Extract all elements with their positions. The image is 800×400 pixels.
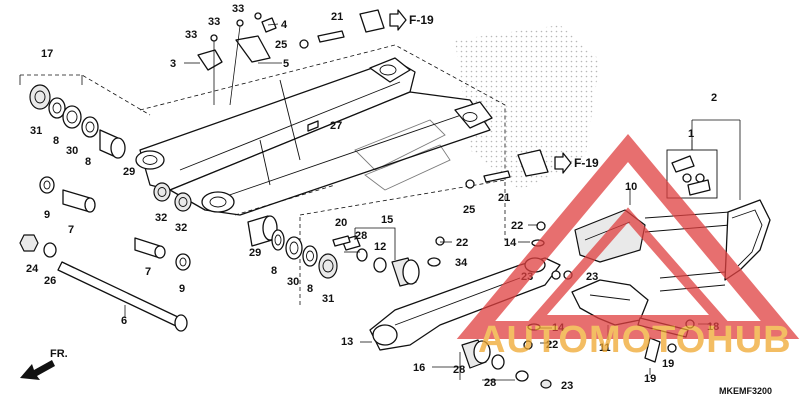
front-direction-arrow — [20, 360, 55, 380]
callout-23c: 23 — [561, 380, 573, 392]
callout-8b: 8 — [85, 156, 91, 168]
callout-3: 3 — [170, 58, 176, 70]
ref-label-f19-mid: F-19 — [574, 156, 599, 170]
callout-8a: 8 — [53, 135, 59, 147]
pivot-bearings-32 — [153, 182, 192, 212]
callout-22c: 22 — [546, 339, 558, 351]
frame-lower-arm — [299, 179, 506, 240]
callout-19b: 19 — [644, 373, 656, 385]
callout-25a: 25 — [275, 39, 287, 51]
bracket-16 — [432, 352, 461, 380]
callout-13: 13 — [341, 336, 353, 348]
callout-12: 12 — [374, 241, 386, 253]
honda-wing-emblem — [354, 119, 451, 191]
callout-24: 24 — [26, 263, 39, 275]
bearing-stack-left — [29, 84, 126, 159]
callout-30b: 30 — [287, 276, 299, 288]
callout-25b: 25 — [463, 204, 475, 216]
callout-9b: 9 — [179, 283, 185, 295]
callout-1: 1 — [688, 128, 694, 140]
frame-17-left-bearings — [20, 74, 151, 116]
ref-arrow-mid — [554, 152, 572, 174]
callout-10: 10 — [625, 181, 637, 193]
callout-14a: 14 — [504, 237, 517, 249]
callout-33a: 33 — [232, 3, 244, 15]
callout-29a: 29 — [123, 166, 135, 178]
callout-28c: 28 — [484, 377, 496, 389]
swingarm — [135, 57, 493, 216]
bolt-27 — [307, 120, 319, 132]
callout-26: 26 — [44, 275, 56, 287]
callout-8d: 8 — [307, 283, 313, 295]
collar-assembly-16 — [461, 339, 552, 389]
callout-labels: 1 2 3 4 5 6 7 7 8 8 8 8 9 9 10 11 12 13 … — [26, 3, 719, 392]
callout-9a: 9 — [44, 209, 50, 221]
background-wing-shading — [455, 25, 600, 190]
callout-7a: 7 — [68, 224, 74, 236]
callout-28b: 28 — [453, 364, 465, 376]
callout-22a: 22 — [511, 220, 523, 232]
callout-19a: 19 — [662, 358, 674, 370]
pivot-shaft — [57, 261, 188, 332]
upper-brackets — [197, 12, 277, 106]
callout-21a: 21 — [331, 11, 343, 23]
callout-33c: 33 — [185, 29, 197, 41]
diagram-code: MKEMF3200 — [719, 386, 772, 396]
callout-32a: 32 — [155, 212, 167, 224]
bracket-15 — [354, 227, 396, 260]
callout-27: 27 — [330, 120, 342, 132]
callout-30a: 30 — [66, 145, 78, 157]
master-link-kit — [666, 149, 718, 199]
ref-arrow-top — [389, 9, 407, 31]
callout-16: 16 — [413, 362, 425, 374]
callout-2: 2 — [711, 92, 717, 104]
callout-4: 4 — [281, 19, 288, 31]
chain-adjuster-mid — [465, 149, 549, 189]
bracket-17 — [19, 75, 83, 85]
callout-5: 5 — [283, 58, 289, 70]
callout-11: 11 — [599, 342, 611, 354]
callout-6: 6 — [121, 315, 127, 327]
frame-upper-swingarm — [139, 44, 506, 180]
callout-20: 20 — [335, 217, 347, 229]
callout-8c: 8 — [271, 265, 277, 277]
callout-17: 17 — [41, 48, 53, 60]
callout-32b: 32 — [175, 222, 187, 234]
callout-7b: 7 — [145, 266, 151, 278]
watermark-brand: AUTOMOTOHUB — [478, 319, 792, 361]
callout-31a: 31 — [30, 125, 42, 137]
callout-23b: 23 — [586, 271, 598, 283]
ref-label-f19-top: F-19 — [409, 13, 434, 27]
callout-31b: 31 — [322, 293, 334, 305]
front-label: FR. — [50, 348, 68, 360]
callout-28a: 28 — [355, 230, 367, 242]
callout-22b: 22 — [456, 237, 468, 249]
callout-34: 34 — [455, 257, 468, 269]
watermark-logo: AUTOMOTOHUB — [456, 133, 800, 361]
callout-21b: 21 — [498, 192, 510, 204]
frame-pivot-right — [234, 184, 336, 216]
callout-15: 15 — [381, 214, 393, 226]
chain-adjuster-top — [299, 9, 385, 49]
callout-29b: 29 — [249, 247, 261, 259]
callout-33b: 33 — [208, 16, 220, 28]
collars-left — [19, 176, 191, 271]
bearing-stack-right — [247, 215, 338, 279]
